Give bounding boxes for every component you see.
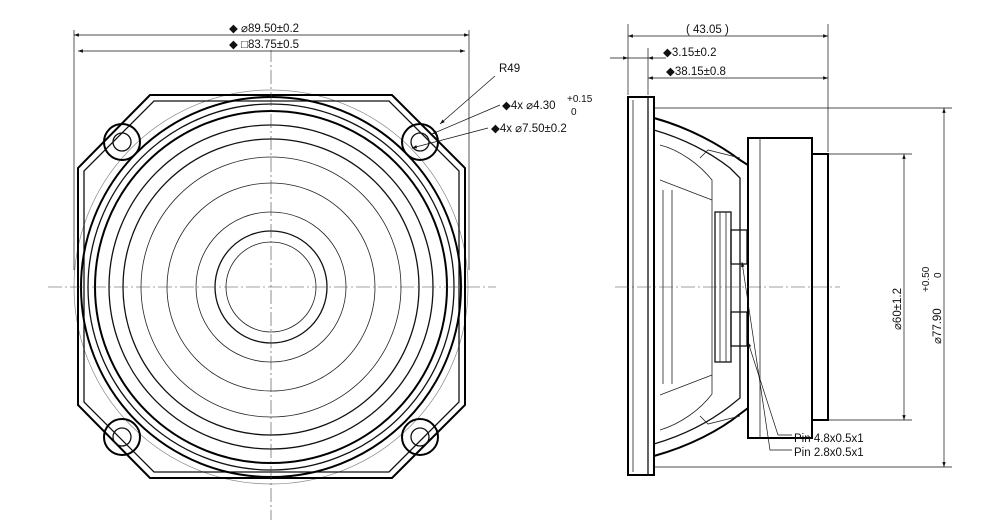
counterbore-leader (411, 127, 489, 149)
radius-leader (439, 75, 496, 125)
counterbore-label: ◆4x ⌀7.50±0.2 (491, 123, 567, 135)
mounting-hole-bl (103, 418, 141, 456)
dim-magnet-dia-text: ⌀60±1.2 (892, 288, 904, 330)
mounting-hole-tr (401, 123, 439, 161)
frame-inner-outline (83, 100, 460, 473)
dim-mount-depth-text: ◆38.15±0.8 (666, 66, 726, 78)
mounting-hole-br (401, 418, 439, 456)
dim-cutout-tol-upper: +0.50 (921, 266, 932, 292)
dim-overall-depth-text: ( 43.05 ) (686, 24, 729, 36)
hole-dia-label: ◆4x ⌀4.30 (502, 100, 556, 112)
dim-outer-dia-text: ◆ ⌀89.50±0.2 (229, 23, 299, 35)
pin-leader-1 (747, 341, 792, 436)
dim-cutout-text: ⌀77.90 (932, 308, 944, 344)
front-view: ◆ ⌀89.50±0.2 ◆ □83.75±0.5 R49 ◆4x ⌀4.30 … (48, 22, 593, 520)
radius-label: R49 (499, 63, 520, 75)
hole-dia-leader (431, 104, 501, 135)
pin-label-2: Pin 2.8x0.5x1 (794, 447, 864, 459)
magnet-plate (747, 137, 813, 439)
mounting-flange (627, 96, 655, 476)
hole-tol-lower: 0 (571, 107, 577, 118)
pin-leader-2 (741, 261, 792, 451)
pin-label-1: Pin 4.8x0.5x1 (794, 433, 864, 445)
mounting-hole-tl (103, 123, 141, 161)
hole-tol-upper: +0.15 (567, 94, 593, 105)
dim-square-text: ◆ □83.75±0.5 (229, 39, 299, 51)
side-view: ( 43.05 ) ◆3.15±0.2 ◆38.15±0.8 ⌀60±1.2 ⌀… (610, 23, 952, 476)
dim-flange-text: ◆3.15±0.2 (663, 47, 717, 59)
dim-cutout-tol-lower: 0 (933, 272, 944, 278)
magnet-back (811, 153, 829, 421)
frame-outline (77, 94, 466, 479)
